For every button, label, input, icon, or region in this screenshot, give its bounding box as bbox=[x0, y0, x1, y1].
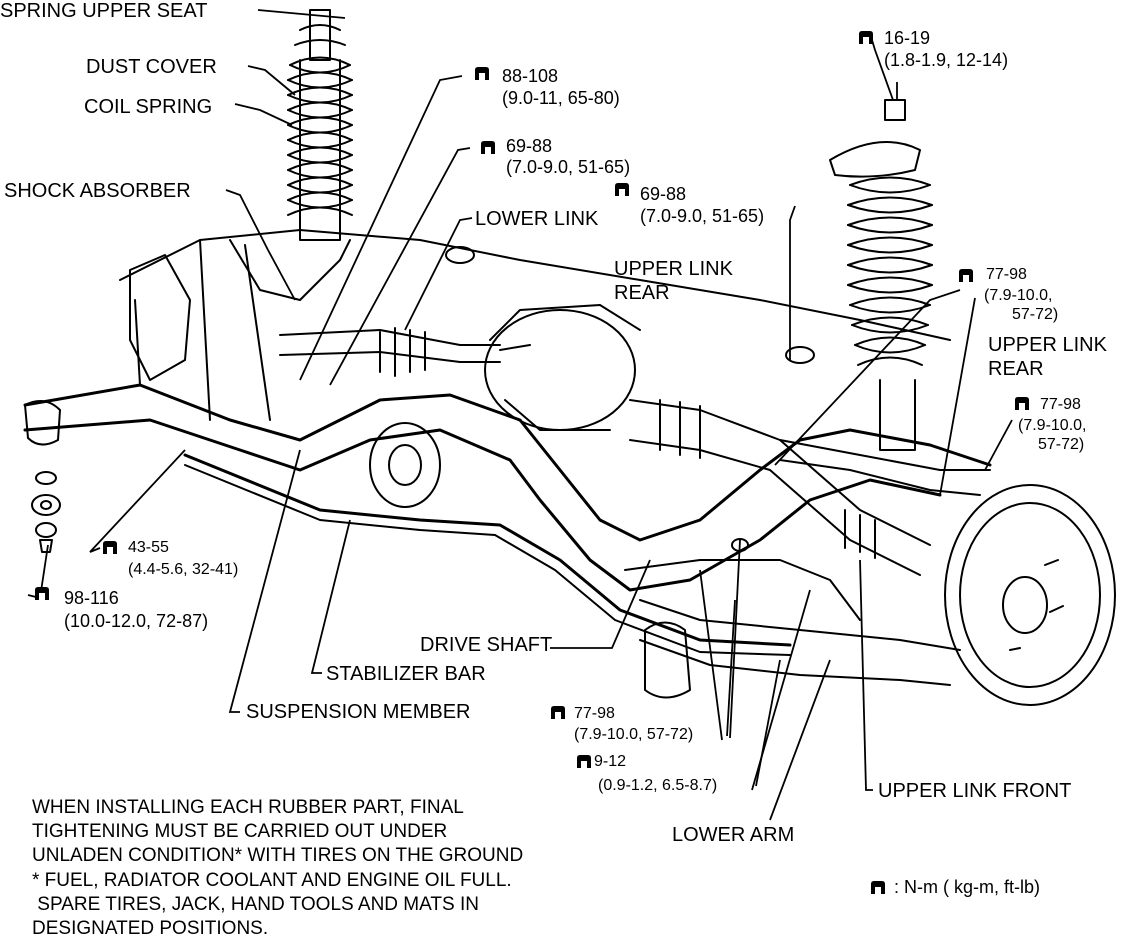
torque-77-98-b-detail-1: (7.9-10.0, bbox=[1018, 417, 1087, 434]
torque-98-116: 98-116 bbox=[64, 588, 119, 608]
legend-units: : N-m ( kg-m, ft-lb) bbox=[894, 877, 1040, 897]
wrench-icon bbox=[577, 755, 591, 768]
note-line: TIGHTENING MUST BE CARRIED OUT UNDER bbox=[32, 821, 448, 843]
torque-88-108-detail: (9.0-11, 65-80) bbox=[502, 88, 620, 108]
wrench-icon bbox=[35, 587, 49, 600]
note-line: DESIGNATED POSITIONS. bbox=[32, 918, 269, 936]
wrench-icon bbox=[615, 183, 629, 196]
torque-69-88-a: 69-88 bbox=[506, 136, 553, 156]
label-lower-arm: LOWER ARM bbox=[672, 824, 795, 846]
torque-77-98-c-detail: (7.9-10.0, 57-72) bbox=[574, 726, 694, 743]
torque-77-98-a-detail-2: 57-72) bbox=[1012, 306, 1059, 323]
label-drive-shaft: DRIVE SHAFT bbox=[420, 634, 553, 656]
label-upper-link-rear-right-2: REAR bbox=[988, 358, 1044, 380]
wrench-icon bbox=[481, 141, 495, 154]
label-dust-cover: DUST COVER bbox=[86, 56, 217, 78]
label-upper-link-rear-center-2: REAR bbox=[614, 282, 670, 304]
torque-43-55: 43-55 bbox=[128, 539, 169, 556]
torque-9-12-detail: (0.9-1.2, 6.5-8.7) bbox=[598, 777, 718, 794]
torque-98-116-detail: (10.0-12.0, 72-87) bbox=[64, 611, 209, 631]
torque-77-98-c: 77-98 bbox=[574, 705, 615, 722]
torque-43-55-detail: (4.4-5.6, 32-41) bbox=[128, 561, 239, 578]
torque-77-98-a: 77-98 bbox=[986, 266, 1027, 283]
torque-77-98-b-detail-2: 57-72) bbox=[1038, 436, 1085, 453]
label-lower-link: LOWER LINK bbox=[475, 208, 599, 230]
wrench-icon bbox=[859, 31, 873, 44]
wrench-icon bbox=[1015, 397, 1029, 410]
torque-77-98-a-detail-1: (7.9-10.0, bbox=[984, 287, 1053, 304]
label-upper-link-rear-center: UPPER LINK bbox=[614, 258, 733, 280]
torque-88-108: 88-108 bbox=[502, 66, 559, 86]
label-spring-upper-seat: SPRING UPPER SEAT bbox=[0, 0, 208, 22]
wrench-icon bbox=[551, 706, 565, 719]
torque-16-19-detail: (1.8-1.9, 12-14) bbox=[884, 50, 1009, 70]
label-shock-absorber: SHOCK ABSORBER bbox=[4, 180, 191, 202]
note-line: WHEN INSTALLING EACH RUBBER PART, FINAL bbox=[32, 797, 464, 818]
torque-69-88-a-detail: (7.0-9.0, 51-65) bbox=[506, 157, 631, 177]
note-line: SPARE TIRES, JACK, HAND TOOLS AND MATS I… bbox=[32, 893, 479, 915]
wrench-icon bbox=[103, 541, 117, 554]
legend-wrench-icon bbox=[871, 881, 885, 894]
torque-69-88-b: 69-88 bbox=[640, 184, 687, 204]
wrench-icon bbox=[475, 67, 489, 80]
installation-note: WHEN INSTALLING EACH RUBBER PART, FINAL … bbox=[32, 796, 523, 936]
note-line: * FUEL, RADIATOR COOLANT AND ENGINE OIL … bbox=[32, 869, 512, 891]
label-coil-spring: COIL SPRING bbox=[84, 96, 213, 118]
wrench-icon bbox=[959, 269, 973, 282]
label-suspension-member: SUSPENSION MEMBER bbox=[246, 701, 471, 723]
torque-69-88-b-detail: (7.0-9.0, 51-65) bbox=[640, 206, 765, 226]
label-upper-link-rear-right: UPPER LINK bbox=[988, 334, 1107, 356]
label-stabilizer-bar: STABILIZER BAR bbox=[326, 663, 486, 685]
torque-77-98-b: 77-98 bbox=[1040, 396, 1081, 413]
label-upper-link-front: UPPER LINK FRONT bbox=[878, 780, 1072, 802]
torque-16-19: 16-19 bbox=[884, 28, 931, 48]
torque-9-12: 9-12 bbox=[594, 753, 627, 770]
note-line: UNLADEN CONDITION* WITH TIRES ON THE GRO… bbox=[32, 845, 524, 867]
